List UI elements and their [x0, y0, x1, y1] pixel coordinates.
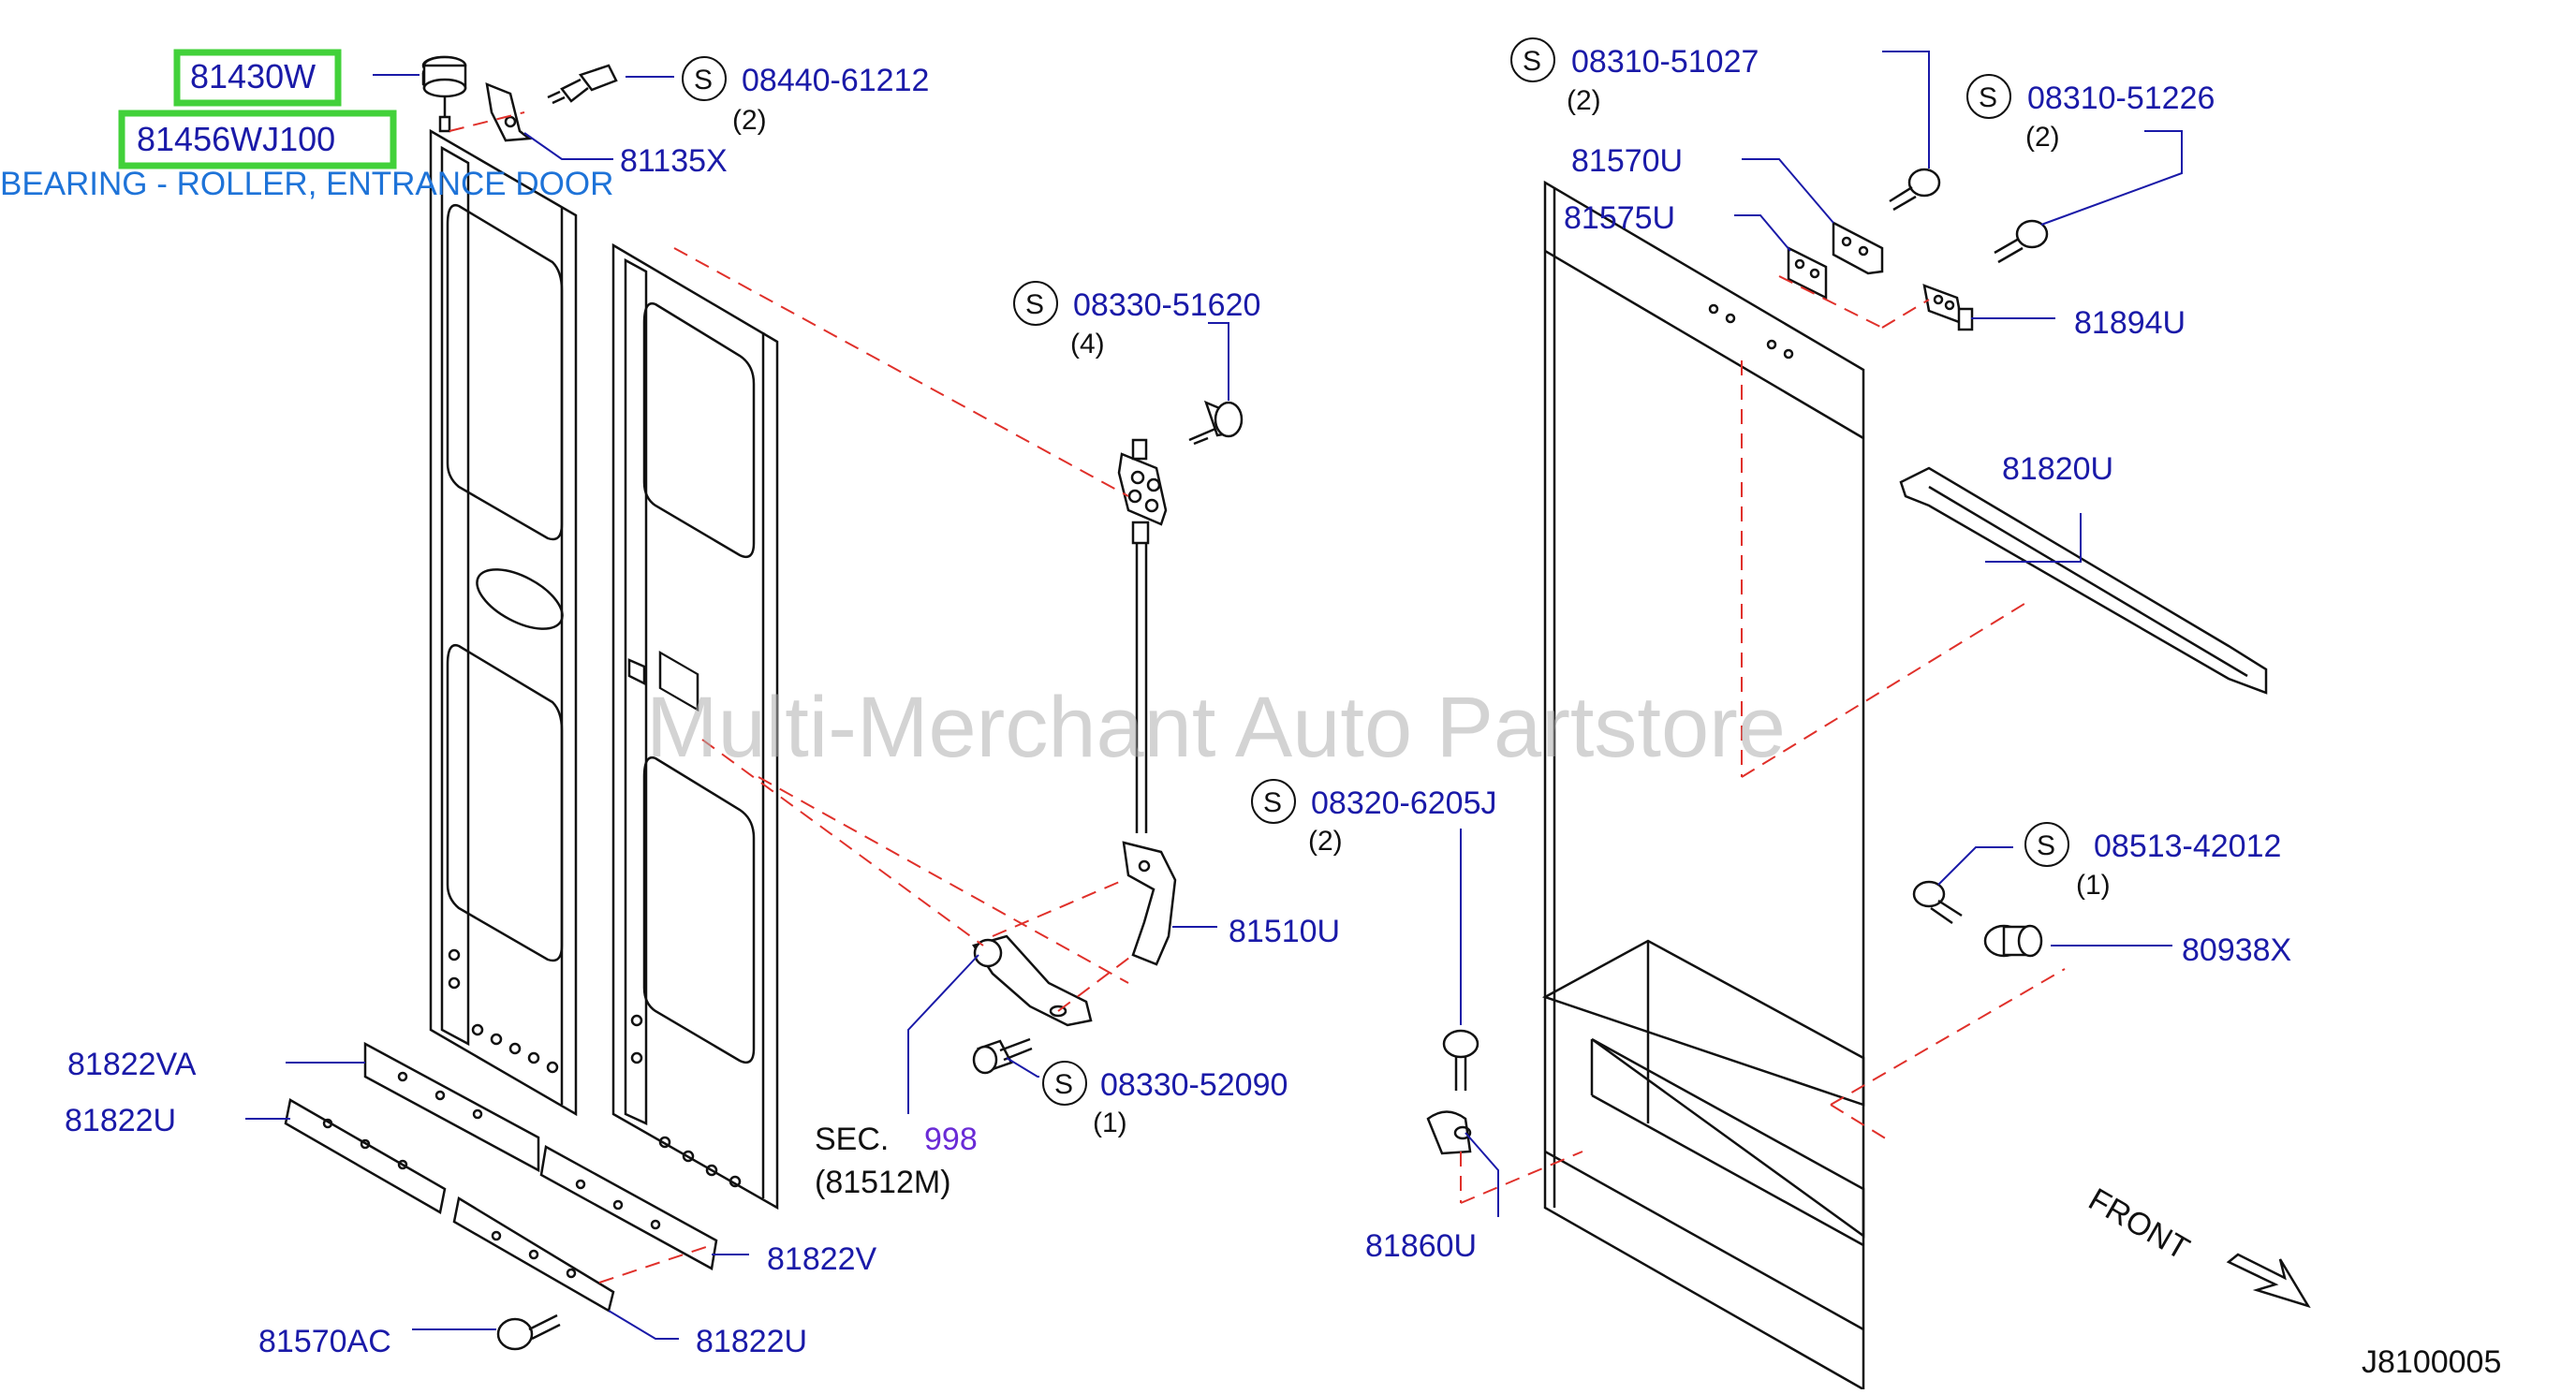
part-label-81430w[interactable]: 81430W — [190, 57, 316, 95]
part-label-81822va[interactable]: 81822VA — [67, 1047, 197, 1082]
part-label-80938x[interactable]: 80938X — [2182, 932, 2291, 968]
selected-part-description: BEARING - ROLLER, ENTRANCE DOOR — [0, 166, 613, 202]
body-panel-drawing — [1541, 180, 1865, 1392]
front-arrow-icon — [2226, 1253, 2311, 1309]
qty-08513-42012: (1) — [2076, 870, 2111, 901]
part-label-08330-51620[interactable]: 08330-51620 — [1073, 287, 1260, 323]
part-label-81822u-lower[interactable]: 81822U — [696, 1324, 807, 1359]
screw-symbol-08330-51620: S — [1013, 281, 1058, 326]
part-label-81820u[interactable]: 81820U — [2002, 451, 2113, 487]
part-label-81456wj100[interactable]: 81456WJ100 — [137, 120, 335, 158]
part-label-81822u-upper[interactable]: 81822U — [65, 1103, 176, 1138]
lower-right-drawing — [1426, 880, 2043, 1155]
part-label-81822v[interactable]: 81822V — [767, 1241, 877, 1277]
qty-08310-51027: (2) — [1567, 85, 1601, 116]
svg-text:S: S — [1054, 1069, 1073, 1100]
part-label-81135x[interactable]: 81135X — [620, 143, 728, 179]
qty-08330-51620: (4) — [1070, 329, 1105, 360]
part-label-08320-6205j[interactable]: 08320-6205J — [1311, 785, 1497, 821]
qty-08310-51226: (2) — [2025, 122, 2060, 153]
svg-text:S: S — [1025, 289, 1044, 320]
screw-symbol-08310-51027: S — [1510, 37, 1555, 82]
section-ref-link-998[interactable]: 998 — [924, 1122, 978, 1157]
lock-rod-drawing — [1117, 400, 1244, 966]
svg-text:S: S — [694, 65, 713, 95]
part-label-81570ac[interactable]: 81570AC — [258, 1324, 391, 1359]
section-ref-sub: (81512M) — [815, 1165, 951, 1200]
screw-symbol-08513-42012: S — [2024, 822, 2069, 867]
highlight-boxes — [118, 49, 397, 169]
part-label-81860u[interactable]: 81860U — [1365, 1228, 1477, 1264]
line-art — [284, 55, 2311, 1392]
qty-08320-6205j: (2) — [1308, 826, 1343, 857]
step-strips-drawing — [284, 1041, 718, 1351]
qty-08330-52090: (1) — [1093, 1108, 1127, 1138]
part-label-81510u[interactable]: 81510U — [1229, 914, 1340, 949]
leader-lines — [245, 51, 2183, 1340]
part-label-81894u[interactable]: 81894U — [2074, 305, 2186, 341]
link-81512m-drawing — [972, 934, 1093, 1075]
part-label-08330-52090[interactable]: 08330-52090 — [1100, 1067, 1288, 1103]
qty-08440-61212: (2) — [732, 105, 767, 136]
screw-symbol-08330-52090: S — [1042, 1061, 1087, 1106]
screw-symbol-08440-61212: S — [682, 56, 727, 101]
rail-81820u-drawing — [1899, 466, 2268, 695]
door-panel-left — [429, 128, 578, 1117]
part-label-81575u[interactable]: 81575U — [1564, 200, 1675, 236]
part-label-08310-51027[interactable]: 08310-51027 — [1571, 44, 1759, 80]
svg-text:S: S — [1523, 46, 1541, 77]
assembly-lines — [449, 111, 2066, 1284]
front-label: FRONT — [2083, 1181, 2195, 1267]
svg-text:S: S — [1263, 787, 1282, 818]
diagram-code: J8100005 — [2362, 1344, 2501, 1380]
part-label-08440-61212[interactable]: 08440-61212 — [742, 63, 929, 98]
svg-text:S: S — [2037, 830, 2055, 861]
watermark-text: Multi-Merchant Auto Partstore — [646, 680, 1786, 775]
washer-81430w-drawing — [422, 55, 467, 98]
screw-symbol-08320-6205j: S — [1251, 779, 1296, 824]
door-panel-right — [611, 242, 779, 1211]
upper-brackets-drawing — [1787, 168, 2049, 331]
screw-symbol-08310-51226: S — [1966, 74, 2011, 119]
part-label-08310-51226[interactable]: 08310-51226 — [2027, 81, 2215, 116]
svg-text:S: S — [1979, 82, 1997, 113]
part-label-08513-42012[interactable]: 08513-42012 — [2094, 829, 2281, 864]
section-ref-prefix: SEC. — [815, 1122, 889, 1157]
part-label-81570u[interactable]: 81570U — [1571, 143, 1683, 179]
bracket-81135x-drawing — [485, 64, 618, 142]
